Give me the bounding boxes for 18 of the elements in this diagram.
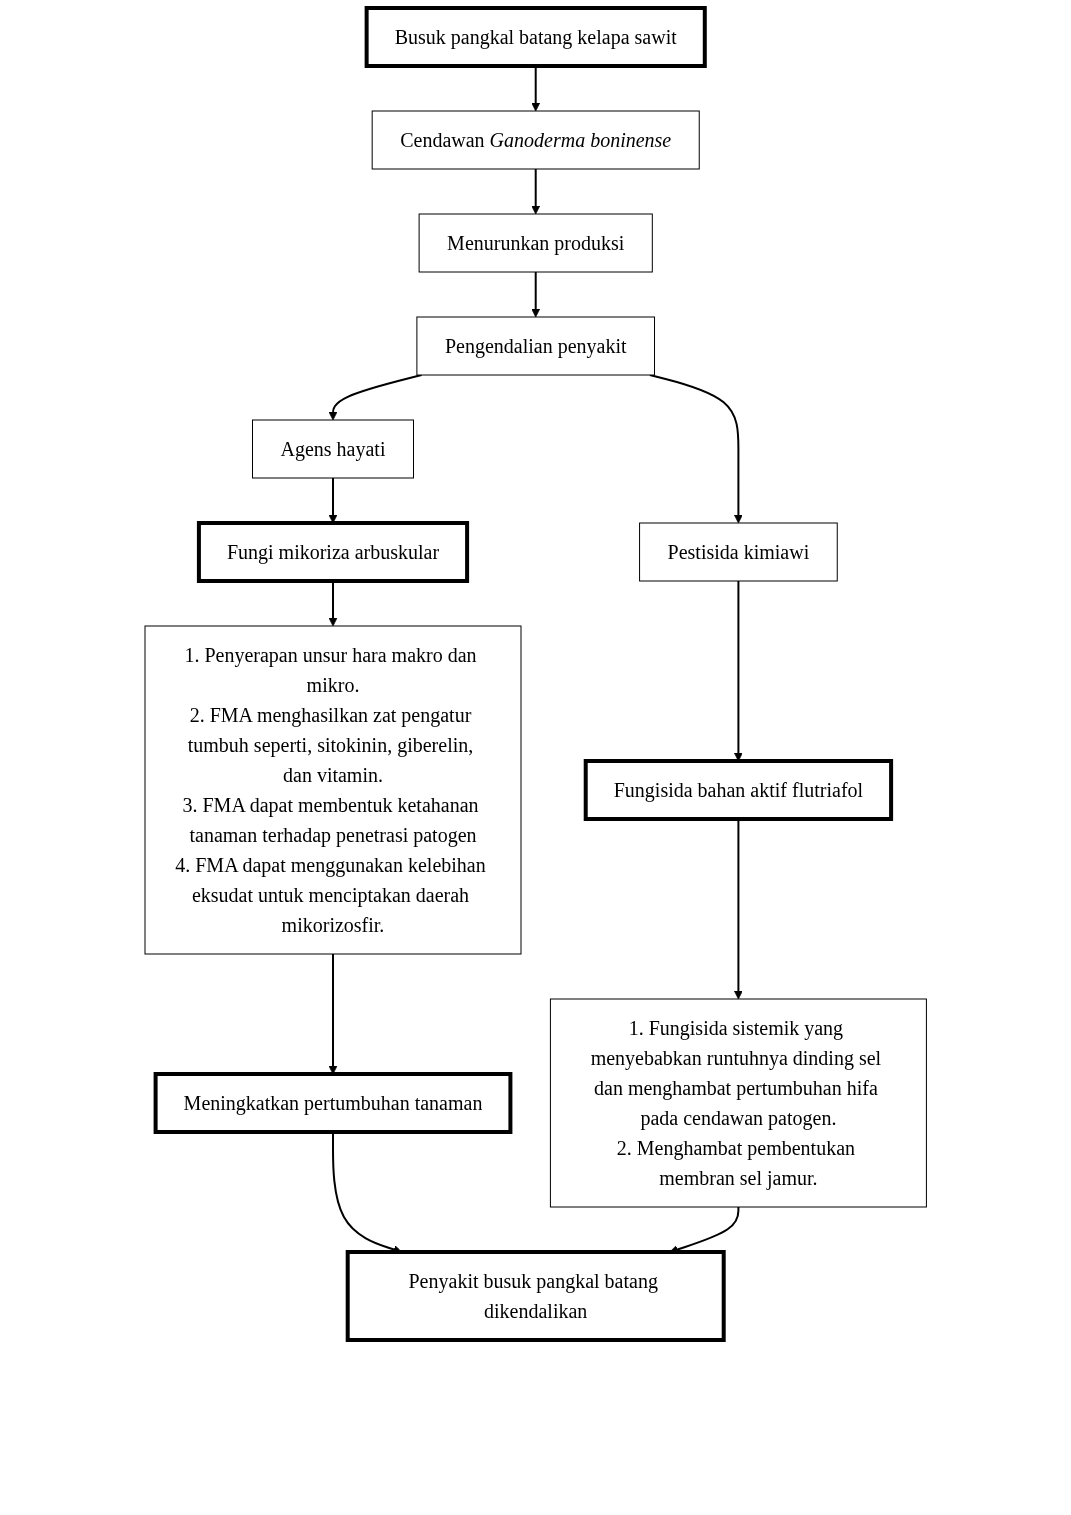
node-box: Meningkatkan pertumbuhan tanaman [153, 1072, 513, 1134]
node-box: Cendawan Ganoderma boninense [371, 110, 700, 170]
arrow [328, 953, 338, 1075]
node-box: Menurunkan produksi [418, 213, 653, 273]
node-box: 1. Penyerapan unsur hara makro dan mikro. 2. FMA menghasilkan zat pengatur tumbuh seperti, sitokinin, giberelin, dan vitamin. 3. FMA dapat membentuk ketahanan tanaman terhadap penetrasi patogen 4. FMA dapat menggunakan kelebihan eksudat untuk menciptakan daerah mikorizosfir. [144, 625, 522, 955]
node-box: Busuk pangkal batang kelapa sawit [364, 6, 707, 68]
node-box: 1. Fungisida sistemik yang menyebabkan runtuhnya dinding sel dan menghambat pertumbuhan hifa pada cendawan patogen. 2. Menghambat pembentukan membran sel jamur. [549, 998, 927, 1208]
arrow [328, 477, 338, 524]
arrow [328, 374, 423, 421]
arrow [531, 168, 540, 215]
node-box: Fungi mikoriza arbuskular [196, 521, 469, 583]
arrow [531, 271, 540, 318]
arrow [733, 580, 743, 762]
node-box: Agens hayati [251, 419, 414, 479]
node-box: Fungisida bahan aktif flutriafol [583, 759, 893, 821]
node-box: Penyakit busuk pangkal batang dikendalikan [345, 1250, 726, 1342]
node-box: Pestisida kimiawi [638, 522, 838, 582]
node-box: Pengendalian penyakit [416, 316, 655, 376]
